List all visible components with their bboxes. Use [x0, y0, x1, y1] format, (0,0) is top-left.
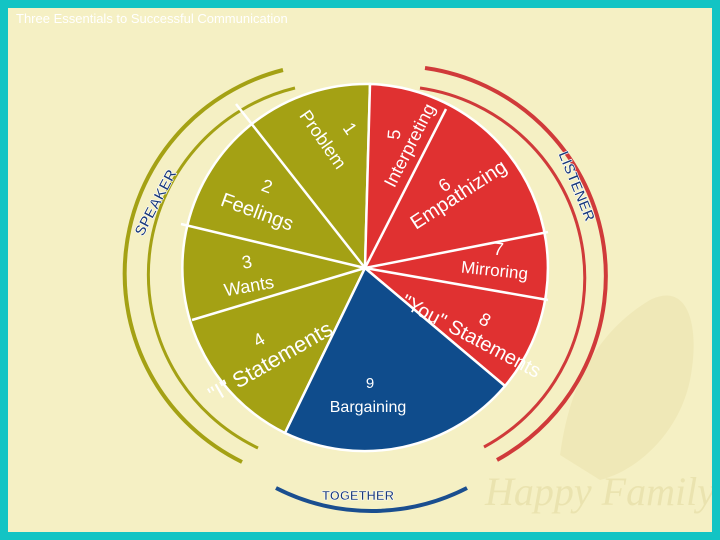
segment-3-number: 3 — [240, 251, 253, 272]
divider-5-6 — [363, 108, 448, 269]
divider-3-4 — [191, 266, 366, 322]
divider-7-8 — [364, 266, 549, 302]
together-arc — [275, 486, 468, 513]
speaker-arc-inner — [146, 86, 296, 450]
segment-9-number: 9 — [366, 375, 374, 392]
slide-title: Three Essentials to Successful Communica… — [16, 11, 288, 26]
segment-9-label: Bargaining — [330, 399, 407, 416]
divider-1-2 — [235, 103, 366, 269]
segment-7-number: 7 — [493, 239, 505, 260]
watermark-text: Happy Family — [484, 469, 712, 514]
listener-arc — [424, 66, 608, 462]
together-label: TOGETHER — [322, 488, 395, 503]
together-wedge — [283, 266, 507, 453]
divider-2-3 — [180, 222, 366, 270]
wheel — [180, 82, 550, 453]
listener-arc-inner — [419, 86, 587, 449]
listener-wedge — [363, 82, 550, 388]
segment-5-number: 5 — [384, 129, 405, 141]
slide: Three Essentials to Successful Communica… — [8, 8, 712, 532]
divider-6-7 — [364, 230, 549, 270]
speaker-arc — [122, 68, 284, 464]
communication-wheel: Happy Family 1 Problem 2 Feelings 3 — [122, 66, 712, 514]
happy-family-watermark: Happy Family — [484, 295, 712, 514]
speaker-label: SPEAKER — [131, 167, 180, 239]
